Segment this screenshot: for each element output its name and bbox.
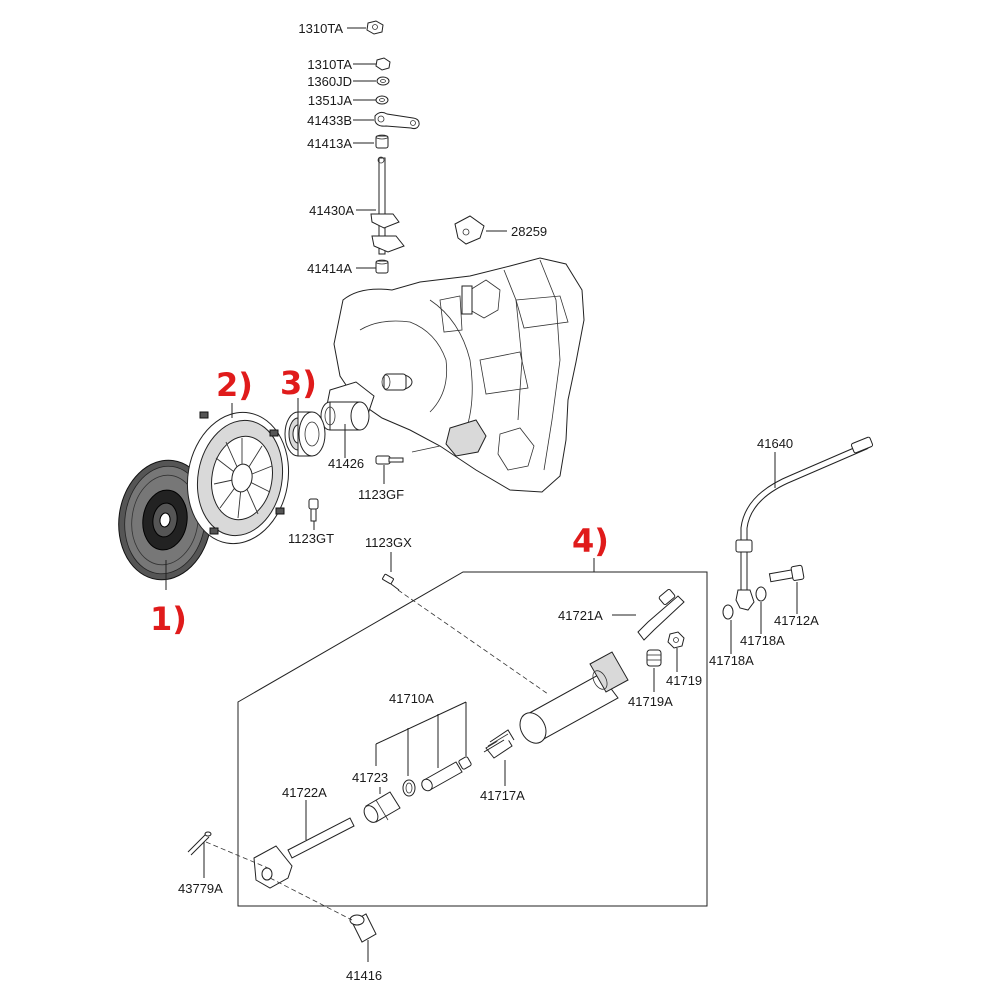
label-41430a: 41430A — [309, 203, 354, 218]
dust-boot-41717a — [483, 729, 515, 759]
label-41717a: 41717A — [480, 788, 525, 803]
washer-41718a-left — [722, 604, 734, 620]
label-1351ja: 1351JA — [308, 93, 352, 108]
washer-41718a-right — [755, 586, 767, 602]
label-41640: 41640 — [757, 436, 793, 451]
label-1360jd: 1360JD — [307, 74, 352, 89]
bolt-41712a — [768, 564, 805, 583]
label-1123gx: 1123GX — [365, 535, 412, 550]
label-41721a: 41721A — [558, 608, 603, 623]
bushing-41413a — [375, 135, 389, 149]
bleeder-41721a — [637, 588, 685, 641]
label-41433b: 41433B — [307, 113, 352, 128]
clutch-pressure-plate — [186, 411, 290, 545]
bearing-sleeve-41426 — [320, 381, 375, 431]
nut-1310ta — [375, 57, 391, 71]
clevis-pin-41416 — [349, 913, 377, 943]
washer-1360jd — [376, 76, 390, 86]
slave-cylinder-kit-box — [237, 571, 708, 907]
release-bearing — [284, 411, 326, 457]
label-41416: 41416 — [346, 968, 382, 983]
bolt-1123gx — [382, 573, 400, 591]
shift-lever-41433b — [374, 111, 420, 130]
label-41414a: 41414A — [307, 261, 352, 276]
slave-cylinder-body — [519, 651, 629, 744]
label-41723: 41723 — [352, 770, 388, 785]
label-28259: 28259 — [511, 224, 547, 239]
callout-1: 1) — [150, 600, 187, 638]
push-rod-41722a — [253, 817, 355, 889]
shift-linkage-stack — [347, 20, 507, 274]
label-41413a: 41413A — [307, 136, 352, 151]
seal-41710a — [402, 779, 416, 797]
nut-41719 — [667, 631, 685, 649]
label-41719a: 41719A — [628, 694, 673, 709]
cup-41723 — [363, 791, 401, 823]
callout-3: 3) — [280, 364, 317, 402]
label-41719: 41719 — [666, 673, 702, 688]
bolt-1123gf — [375, 455, 404, 465]
bushing-41414a — [375, 260, 389, 274]
label-41712a: 41712A — [774, 613, 819, 628]
callout-4: 4) — [572, 522, 609, 560]
label-43779a: 43779A — [178, 881, 223, 896]
label-41718a-right: 41718A — [740, 633, 785, 648]
nut-1310ta-top — [366, 20, 384, 35]
label-41710a: 41710A — [389, 691, 434, 706]
bracket-28259 — [454, 215, 485, 245]
shift-shaft-41430a — [370, 156, 405, 255]
label-1123gf: 1123GF — [358, 487, 404, 502]
callout-2: 2) — [216, 366, 253, 404]
label-41718a-left: 41718A — [709, 653, 754, 668]
label-1123gt: 1123GT — [288, 531, 334, 546]
label-41426: 41426 — [328, 456, 364, 471]
label-1310ta-top: 1310TA — [298, 21, 343, 36]
washer-1351ja — [375, 95, 389, 105]
spring-41719a — [646, 649, 662, 667]
bolt-1123gt — [308, 498, 319, 522]
transmission-housing — [333, 257, 585, 493]
cotter-pin-43779a — [187, 831, 212, 856]
piston-41710a — [421, 756, 472, 792]
label-41722a: 41722A — [282, 785, 327, 800]
clutch-pipe-41640 — [735, 436, 874, 611]
label-1310ta: 1310TA — [307, 57, 352, 72]
